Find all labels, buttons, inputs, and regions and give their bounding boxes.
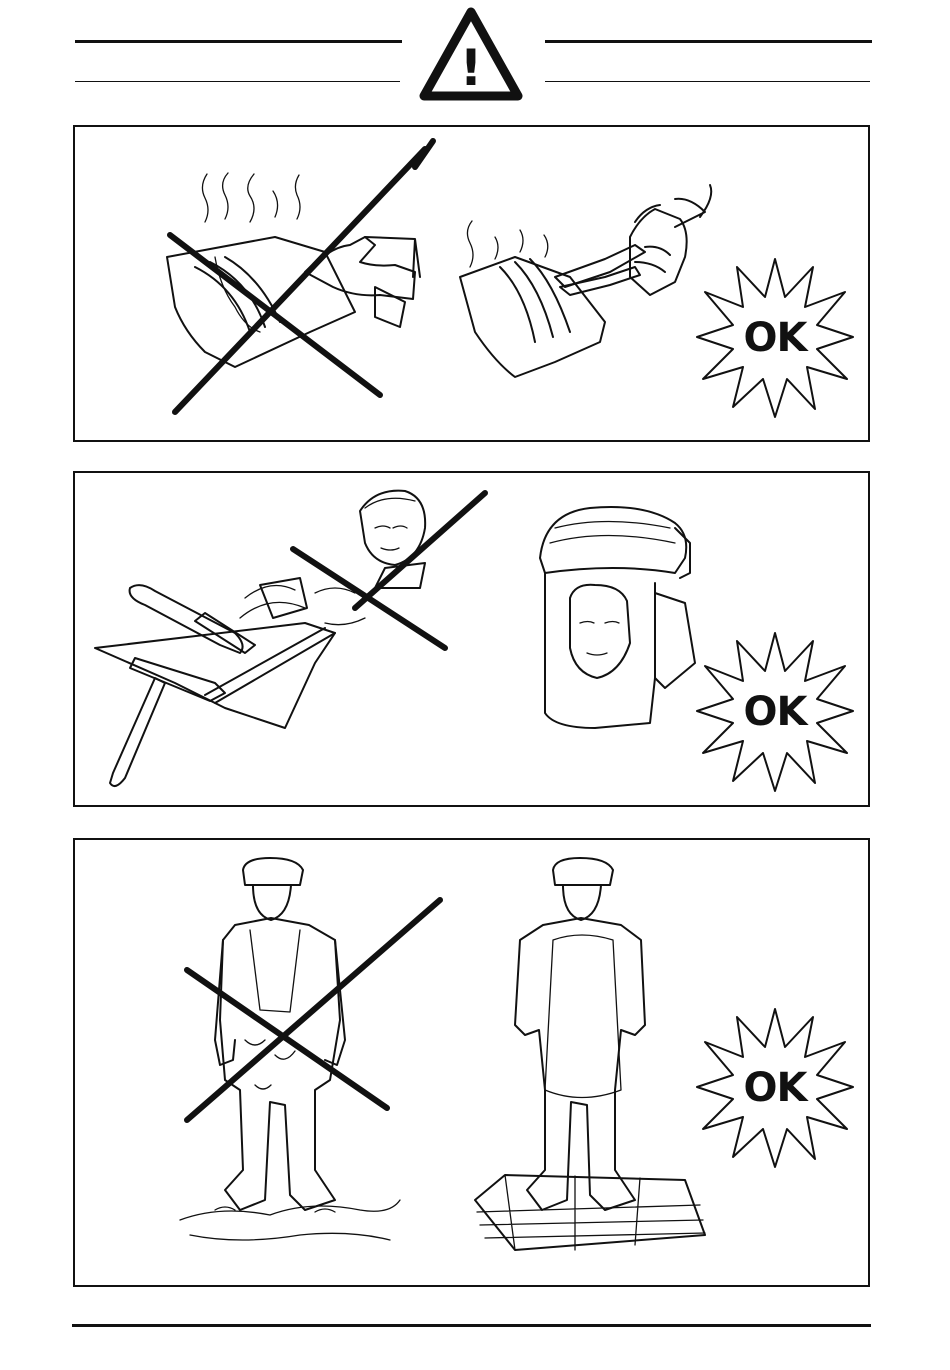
header-rule-left-thin	[75, 81, 400, 82]
ok-badge-icon: OK	[697, 259, 853, 417]
footer-rule	[72, 1324, 871, 1327]
bad-illustration-hand-on-weld	[167, 141, 433, 412]
ok-label: OK	[744, 1065, 810, 1111]
good-illustration-pliers-on-weld	[460, 185, 711, 377]
good-illustration-apron-wooden-platform	[475, 858, 705, 1250]
header-rule-left-thick	[75, 40, 402, 43]
panel-protective-clothing: OK	[73, 838, 870, 1287]
bad-illustration-torn-clothes-wet-floor	[180, 858, 440, 1240]
warning-triangle-icon: !	[418, 6, 524, 102]
header-rule-right-thin	[545, 81, 870, 82]
header-rule-right-thick	[545, 40, 872, 43]
good-illustration-face-shield	[540, 507, 695, 728]
warning-exclamation: !	[460, 39, 483, 97]
ok-label: OK	[744, 689, 810, 735]
ok-badge-icon: OK	[697, 1009, 853, 1167]
ok-label: OK	[744, 315, 810, 361]
bad-illustration-grinding-no-shield	[95, 491, 485, 786]
panel-hot-workpiece: OK	[73, 125, 870, 442]
ok-badge-icon: OK	[697, 633, 853, 791]
panel-eye-protection: OK	[73, 471, 870, 807]
